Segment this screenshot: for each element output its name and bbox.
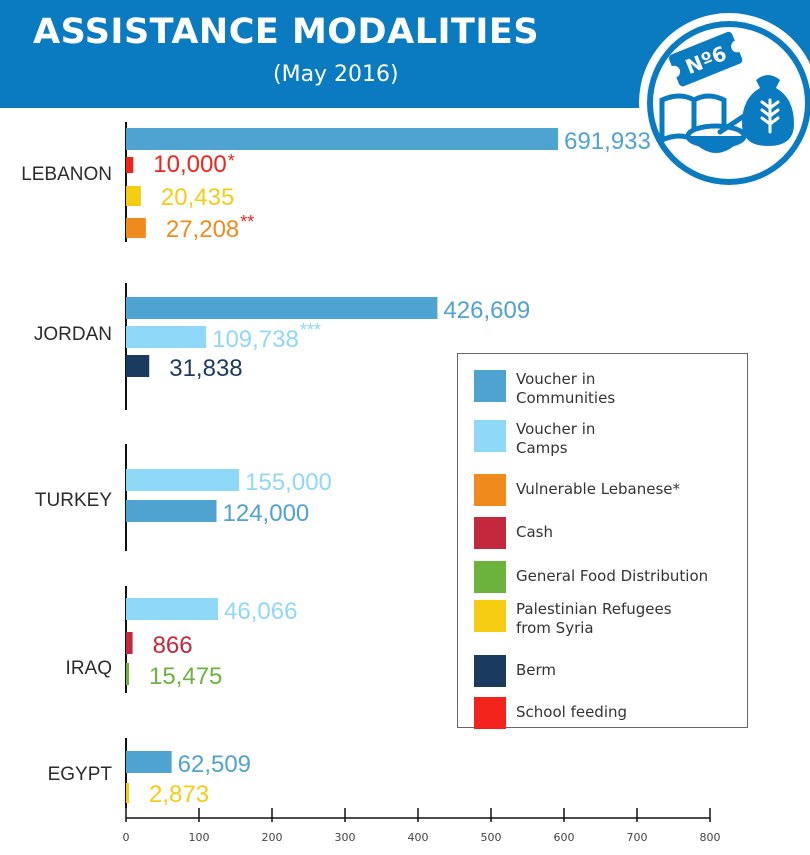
legend-swatch xyxy=(474,561,506,593)
bar xyxy=(126,783,129,803)
country-label: TURKEY xyxy=(35,490,112,511)
bar xyxy=(126,663,129,685)
bar xyxy=(126,469,240,491)
bar-value-label: 31,838 xyxy=(169,355,242,382)
footnote-marker: * xyxy=(228,151,235,171)
footnote-marker: ** xyxy=(240,212,254,232)
bar xyxy=(126,186,141,206)
bar-value-label: 15,475 xyxy=(149,663,222,690)
legend-swatch xyxy=(474,370,506,402)
bar-value-label: 27,208 xyxy=(166,216,239,243)
legend-swatch xyxy=(474,600,506,632)
bar-value-label: 124,000 xyxy=(223,500,310,527)
bar xyxy=(126,297,438,319)
footnote-marker: *** xyxy=(300,320,321,340)
x-tick-label: 100 xyxy=(189,831,210,844)
legend-label: Berm xyxy=(516,661,557,679)
legend-label: School feeding xyxy=(516,703,628,721)
legend-label: General Food Distribution xyxy=(516,567,709,585)
bar-value-label: 155,000 xyxy=(245,469,332,496)
legend-swatch xyxy=(474,474,506,506)
legend-item: Cash xyxy=(474,517,746,549)
bar xyxy=(126,751,172,773)
country-label: EGYPT xyxy=(48,764,113,785)
bar-value-label: 46,066 xyxy=(224,598,297,625)
x-tick-label: 300 xyxy=(335,831,356,844)
bar-value-label: 691,933 xyxy=(564,128,651,155)
legend-swatch xyxy=(474,697,506,729)
x-tick-label: 200 xyxy=(262,831,283,844)
bar-value-label: 109,738 xyxy=(212,326,299,353)
page-title: ASSISTANCE MODALITIES xyxy=(33,12,540,52)
country-label: IRAQ xyxy=(66,658,112,679)
bar xyxy=(126,632,133,654)
bar-value-label: 866 xyxy=(153,632,193,659)
legend-item: Berm xyxy=(474,655,746,687)
legend-label: Vulnerable Lebanese* xyxy=(516,480,681,498)
legend-item: General Food Distribution xyxy=(474,561,746,593)
legend-label: Cash xyxy=(516,523,553,541)
x-tick-label: 400 xyxy=(408,831,429,844)
bar xyxy=(126,128,559,150)
x-tick-label: 500 xyxy=(481,831,502,844)
x-tick-label: 700 xyxy=(627,831,648,844)
page-subtitle: (May 2016) xyxy=(273,62,399,87)
country-label: LEBANON xyxy=(21,164,112,185)
legend-item: Vulnerable Lebanese* xyxy=(474,474,746,506)
bar-value-label: 10,000 xyxy=(153,151,226,178)
x-tick-label: 600 xyxy=(554,831,575,844)
bar-value-label: 2,873 xyxy=(149,781,209,808)
legend-item: School feeding xyxy=(474,697,746,729)
x-tick-label: 800 xyxy=(700,831,721,844)
bar xyxy=(126,355,150,377)
bar-value-label: 62,509 xyxy=(178,751,251,778)
country-label: JORDAN xyxy=(34,324,112,345)
legend-swatch xyxy=(474,655,506,687)
bar xyxy=(126,326,207,348)
bar xyxy=(126,598,219,620)
legend-swatch xyxy=(474,420,506,452)
bar-value-label: 426,609 xyxy=(443,297,530,324)
bar-value-label: 20,435 xyxy=(161,184,234,211)
legend-swatch xyxy=(474,517,506,549)
x-tick-label: 0 xyxy=(123,831,130,844)
food-assistance-badge-icon: Nº6 xyxy=(639,13,810,193)
bar xyxy=(126,218,146,238)
bar xyxy=(126,500,217,522)
bar xyxy=(126,157,134,173)
